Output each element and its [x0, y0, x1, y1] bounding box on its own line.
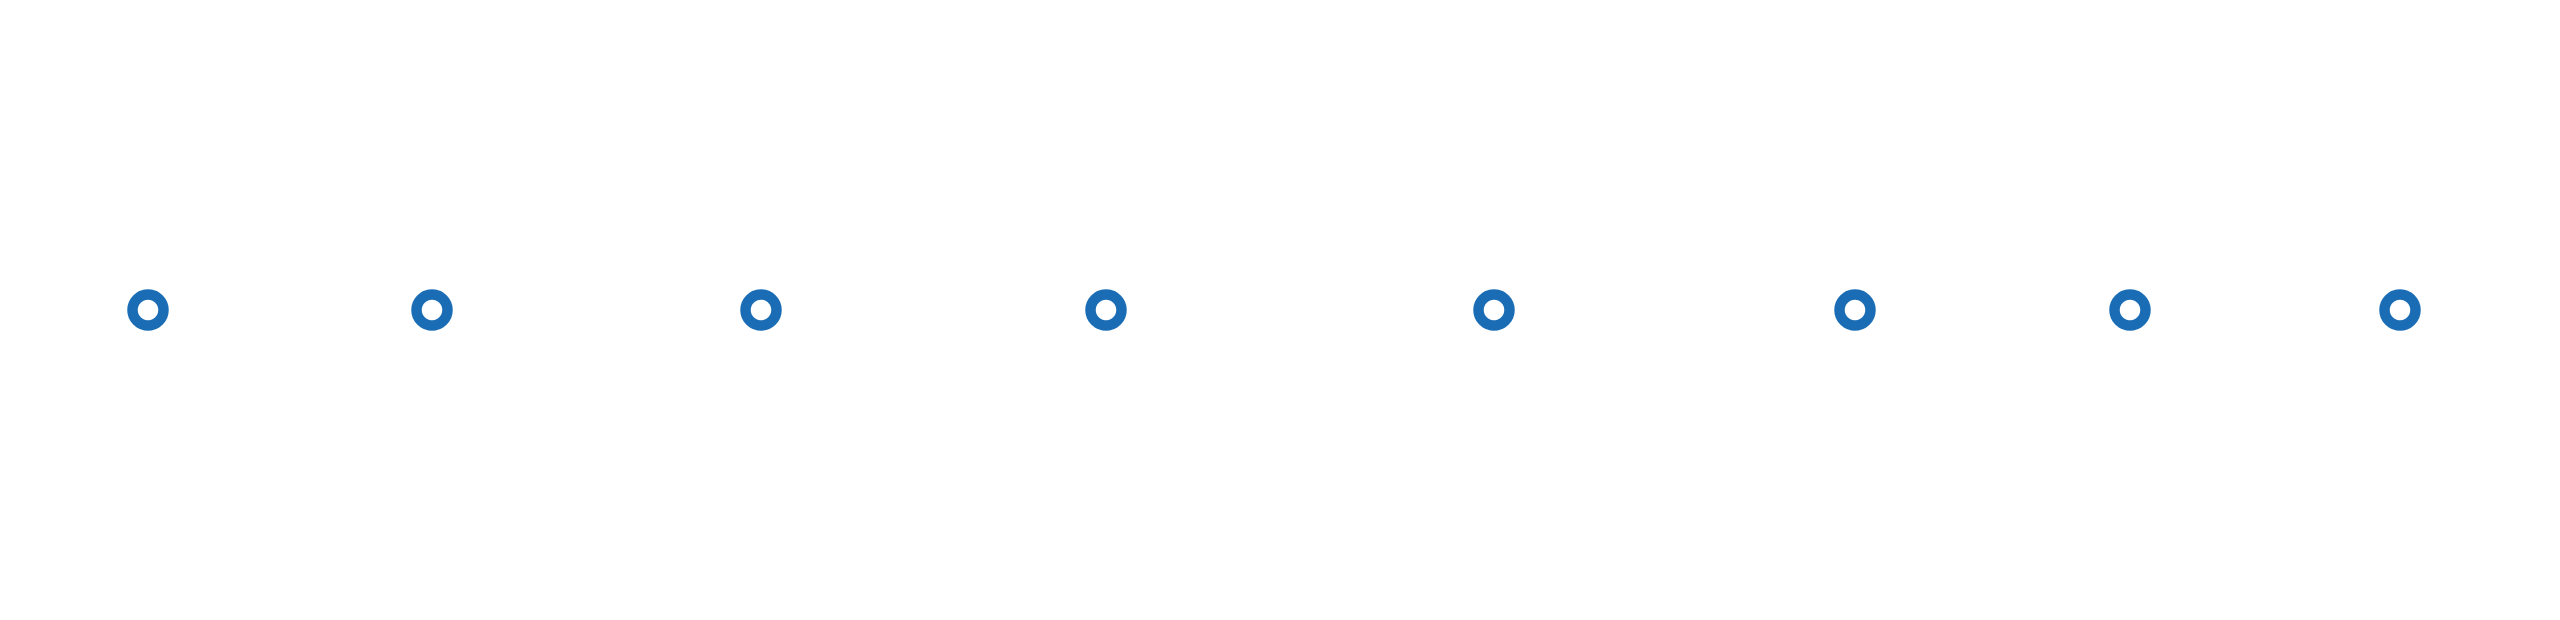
timeline-node-8-ring-marker-icon[interactable] [2379, 289, 2421, 331]
timeline-node-4-ring-marker-icon[interactable] [1085, 289, 1127, 331]
timeline-node-2-ring-marker-icon[interactable] [411, 289, 453, 331]
timeline-node-3-ring-marker-icon[interactable] [740, 289, 782, 331]
timeline-node-5-ring-marker-icon[interactable] [1473, 289, 1515, 331]
timeline-node-7-ring-marker-icon[interactable] [2109, 289, 2151, 331]
timeline-node-1-ring-marker-icon[interactable] [127, 289, 169, 331]
timeline-node-6-ring-marker-icon[interactable] [1834, 289, 1876, 331]
